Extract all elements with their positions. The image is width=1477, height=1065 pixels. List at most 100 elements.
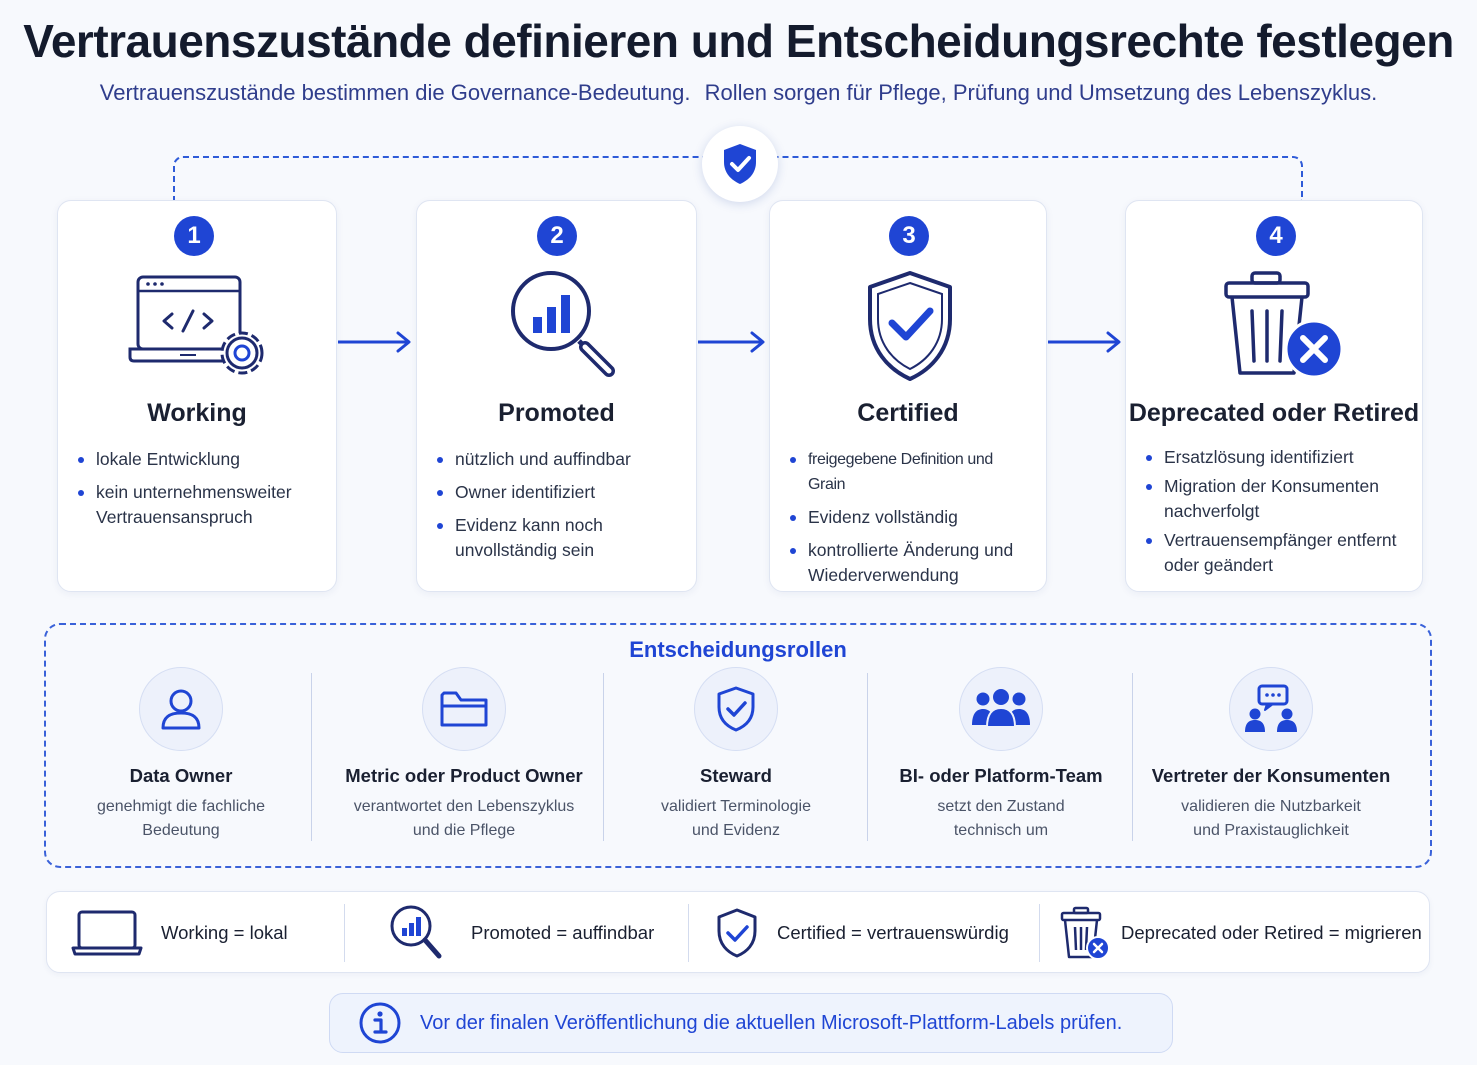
legend-text: Promoted = auffindbar (471, 922, 655, 943)
legend-item-working: Working = lokal (71, 892, 288, 974)
page-title: Vertrauenszustände definieren und Entsch… (23, 15, 1454, 67)
legend-text: Deprecated oder Retired = migrieren (1121, 922, 1422, 943)
step-number: 3 (889, 216, 929, 256)
bullet-item: kein unternehmensweiter Vertrauensanspru… (78, 480, 324, 530)
bullet-item: kontrollierte Änderung und Wiederverwend… (790, 538, 1034, 588)
subtitle-part-1: Vertrauenszustände bestimmen die Governa… (99, 80, 691, 105)
arrow-right-icon (338, 331, 411, 353)
laptop-code-gear-icon (128, 275, 264, 375)
role-description: genehmigt die fachliche Bedeutung (66, 795, 296, 843)
state-title: Deprecated oder Retired (1128, 399, 1420, 427)
role-divider (603, 673, 604, 841)
roles-title: Entscheidungsrollen (629, 637, 847, 662)
person-icon (161, 689, 201, 730)
legend-divider (688, 904, 689, 962)
role-desc-line: validieren die Nutzbarkeit (1181, 798, 1361, 815)
state-card-promoted: 2 Promoted nützlich und auffindbar Owner… (416, 200, 697, 592)
state-bullets: nützlich und auffindbar Owner identifizi… (437, 447, 684, 571)
step-number: 1 (174, 216, 214, 256)
role-steward: Steward validiert Terminologie und Evide… (621, 667, 851, 843)
role-icon-wrap (694, 667, 778, 751)
trash-x-icon (1224, 271, 1344, 379)
magnifier-chart-icon (511, 271, 615, 377)
role-icon-wrap (1229, 667, 1313, 751)
state-bullets: Ersatzlösung identifiziert Migration der… (1146, 445, 1410, 582)
state-title: Promoted (498, 399, 615, 427)
role-divider (311, 673, 312, 841)
state-card-working: 1 Working lokale Entwicklung kein untern… (57, 200, 337, 592)
team-icon (972, 689, 1030, 728)
folder-icon (440, 691, 488, 727)
state-title: Working (147, 399, 247, 427)
step-number: 4 (1256, 216, 1296, 256)
role-consumer-reps: Vertreter der Konsumenten validieren die… (1146, 667, 1396, 843)
arrow-right-icon (1048, 331, 1121, 353)
role-name: Metric oder Product Owner (345, 765, 583, 786)
info-note: Vor der finalen Veröffentlichung die akt… (329, 993, 1173, 1053)
role-name: BI- oder Platform-Team (899, 765, 1103, 786)
role-name: Data Owner (129, 765, 233, 786)
shield-check-icon (868, 271, 952, 381)
bullet-item: Evidenz vollständig (790, 505, 1034, 530)
laptop-icon (71, 910, 143, 956)
state-bullets: freigegebene Definition und Grain Eviden… (790, 447, 1034, 596)
users-chat-icon (1245, 684, 1297, 732)
state-bullets: lokale Entwicklung kein unternehmensweit… (78, 447, 324, 538)
bullet-item: Vertrauensempfänger entfernt oder geände… (1146, 528, 1410, 578)
info-note-text: Vor der finalen Veröffentlichung die akt… (420, 1011, 1123, 1034)
bullet-item: lokale Entwicklung (78, 447, 324, 472)
state-card-certified: 3 Certified freigegebene Definition und … (769, 200, 1047, 592)
state-legend: Working = lokal Promoted = auffindbar Ce… (46, 891, 1430, 973)
role-icon-wrap (422, 667, 506, 751)
role-description: setzt den Zustand technisch um (886, 795, 1116, 843)
role-desc-line: technisch um (953, 822, 1049, 839)
bullet-item: Ersatzlösung identifiziert (1146, 445, 1410, 470)
role-description: validieren die Nutzbarkeit und Praxistau… (1146, 795, 1396, 843)
role-desc-line: verantwortet den Lebenszyklus (353, 798, 575, 815)
role-desc-line: und Evidenz (691, 822, 781, 839)
legend-item-promoted: Promoted = auffindbar (387, 892, 654, 974)
role-description: validiert Terminologie und Evidenz (621, 795, 851, 843)
role-desc-line: setzt den Zustand (937, 798, 1065, 815)
role-name: Steward (700, 765, 772, 786)
bullet-item: Owner identifiziert (437, 480, 684, 505)
bullet-item: Migration der Konsumenten nachverfolgt (1146, 474, 1410, 524)
shield-check-icon (724, 144, 756, 184)
role-description: verantwortet den Lebenszyklus und die Pf… (326, 795, 602, 843)
role-divider (1132, 673, 1133, 841)
shield-check-icon (717, 686, 755, 732)
legend-text: Certified = vertrauenswürdig (777, 922, 1009, 943)
role-bi-team: BI- oder Platform-Team setzt den Zustand… (886, 667, 1116, 843)
role-icon-wrap (139, 667, 223, 751)
bullet-item: nützlich und auffindbar (437, 447, 684, 472)
role-name: Vertreter der Konsumenten (1151, 765, 1391, 786)
state-title: Certified (857, 399, 959, 427)
magnifier-chart-icon (390, 905, 442, 959)
info-icon (359, 1002, 401, 1044)
role-icon-wrap (959, 667, 1043, 751)
legend-divider (344, 904, 345, 962)
role-desc-line: und Praxistauglichkeit (1193, 822, 1349, 839)
shield-check-icon (717, 908, 757, 958)
subtitle-part-2: Rollen sorgen für Pflege, Prüfung und Um… (704, 80, 1378, 105)
role-desc-line: genehmigt die fachliche (96, 798, 266, 815)
legend-divider (1039, 904, 1040, 962)
legend-item-certified: Certified = vertrauenswürdig (715, 892, 1009, 974)
role-desc-line: validiert Terminologie (661, 798, 811, 815)
state-card-deprecated: 4 Deprecated oder Retired Ersatzlösung i… (1125, 200, 1423, 592)
bullet-item: freigegebene Definition und Grain (790, 447, 1034, 497)
legend-text: Working = lokal (161, 922, 288, 943)
step-number: 2 (537, 216, 577, 256)
trash-x-icon (1060, 906, 1110, 960)
role-desc-line: Bedeutung (142, 822, 220, 839)
decision-roles-panel: Entscheidungsrollen Data Owner genehmigt… (44, 623, 1432, 868)
role-metric-owner: Metric oder Product Owner verantwortet d… (326, 667, 602, 843)
legend-item-deprecated: Deprecated oder Retired = migrieren (1059, 892, 1422, 974)
role-divider (867, 673, 868, 841)
shield-badge (702, 126, 778, 202)
role-data-owner: Data Owner genehmigt die fachliche Bedeu… (66, 667, 296, 843)
role-desc-line: und die Pflege (412, 822, 516, 839)
bullet-item: Evidenz kann noch unvollständig sein (437, 513, 684, 563)
page-subtitle: Vertrauenszustände bestimmen die Governa… (0, 80, 1477, 106)
arrow-right-icon (698, 331, 765, 353)
